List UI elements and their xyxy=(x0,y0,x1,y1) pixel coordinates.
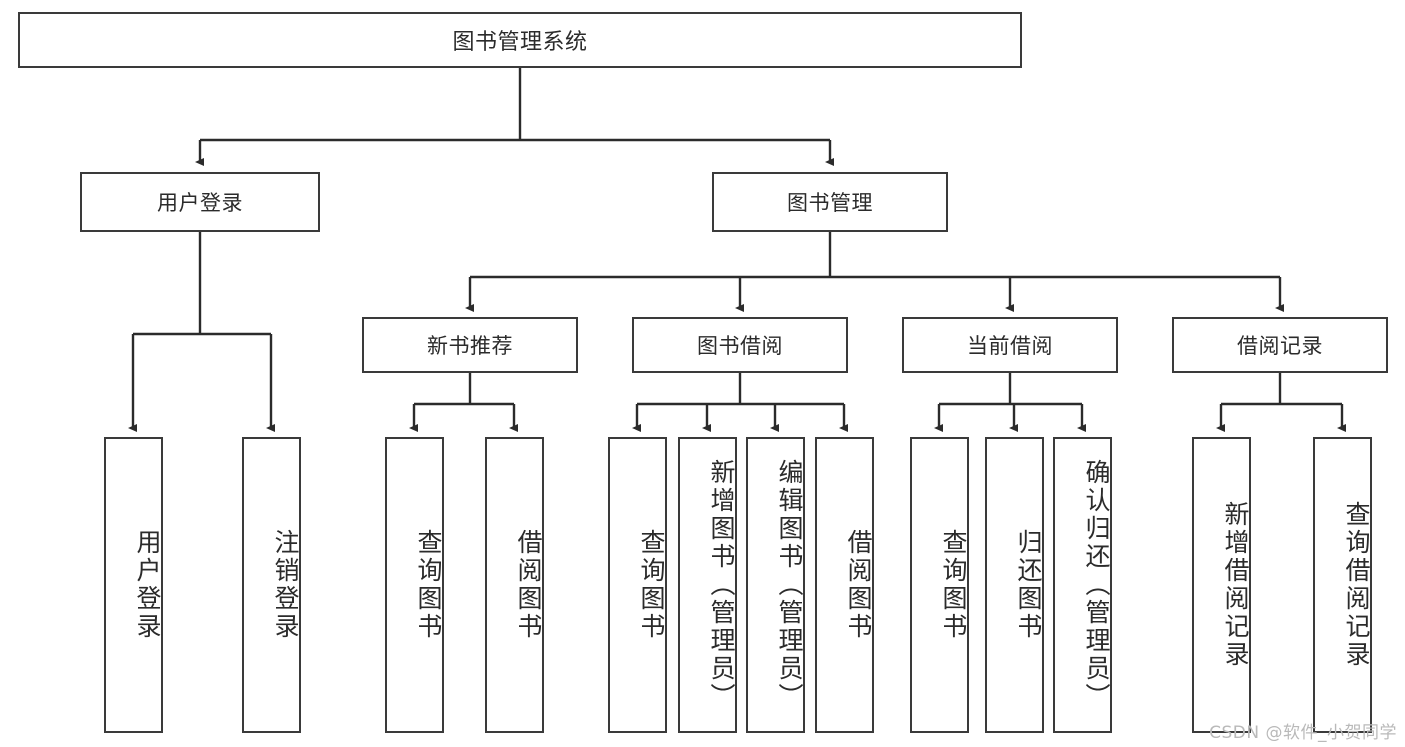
leaf-return-book[interactable]: 归还图书 xyxy=(985,437,1044,733)
leaf-query-book-current[interactable]: 查询图书 xyxy=(910,437,969,733)
leaf-add-borrow-record-label: 新增借阅记录 xyxy=(1221,501,1250,669)
node-current-borrow[interactable]: 当前借阅 xyxy=(902,317,1118,373)
watermark-text: CSDN @软件_小贺同学 xyxy=(1209,723,1397,743)
node-user-login[interactable]: 用户登录 xyxy=(80,172,320,232)
leaf-return-book-label: 归还图书 xyxy=(1014,529,1043,641)
leaf-borrow-book-recommend-label: 借阅图书 xyxy=(514,529,543,641)
node-borrow-record[interactable]: 借阅记录 xyxy=(1172,317,1388,373)
node-book-management-label: 图书管理 xyxy=(787,191,873,215)
leaf-edit-book-admin-label: 编辑图书（管理员） xyxy=(775,459,804,711)
node-book-borrow[interactable]: 图书借阅 xyxy=(632,317,848,373)
leaf-borrow-book-recommend[interactable]: 借阅图书 xyxy=(485,437,544,733)
leaf-query-book-recommend-label: 查询图书 xyxy=(414,529,443,641)
leaf-user-login-label: 用户登录 xyxy=(133,529,162,641)
leaf-query-book-borrow[interactable]: 查询图书 xyxy=(608,437,667,733)
leaf-logout-label: 注销登录 xyxy=(271,529,300,641)
leaf-edit-book-admin[interactable]: 编辑图书（管理员） xyxy=(746,437,805,733)
node-new-book-recommend[interactable]: 新书推荐 xyxy=(362,317,578,373)
leaf-add-book-admin-label: 新增图书（管理员） xyxy=(707,459,736,711)
node-root-label: 图书管理系统 xyxy=(452,30,588,55)
node-new-book-recommend-label: 新书推荐 xyxy=(427,334,513,358)
leaf-user-login[interactable]: 用户登录 xyxy=(104,437,163,733)
leaf-query-book-borrow-label: 查询图书 xyxy=(637,529,666,641)
leaf-query-borrow-record-label: 查询借阅记录 xyxy=(1342,501,1371,669)
leaf-query-book-current-label: 查询图书 xyxy=(939,529,968,641)
leaf-confirm-return-admin-label: 确认归还（管理员） xyxy=(1082,459,1111,711)
node-borrow-record-label: 借阅记录 xyxy=(1237,334,1323,358)
leaf-logout[interactable]: 注销登录 xyxy=(242,437,301,733)
node-book-borrow-label: 图书借阅 xyxy=(697,334,783,358)
leaf-add-book-admin[interactable]: 新增图书（管理员） xyxy=(678,437,737,733)
leaf-query-borrow-record[interactable]: 查询借阅记录 xyxy=(1313,437,1372,733)
node-current-borrow-label: 当前借阅 xyxy=(967,334,1053,358)
leaf-confirm-return-admin[interactable]: 确认归还（管理员） xyxy=(1053,437,1112,733)
node-user-login-label: 用户登录 xyxy=(157,191,243,215)
leaf-add-borrow-record[interactable]: 新增借阅记录 xyxy=(1192,437,1251,733)
leaf-query-book-recommend[interactable]: 查询图书 xyxy=(385,437,444,733)
node-book-management[interactable]: 图书管理 xyxy=(712,172,948,232)
node-root[interactable]: 图书管理系统 xyxy=(18,12,1022,68)
leaf-borrow-book[interactable]: 借阅图书 xyxy=(815,437,874,733)
leaf-borrow-book-label: 借阅图书 xyxy=(844,529,873,641)
